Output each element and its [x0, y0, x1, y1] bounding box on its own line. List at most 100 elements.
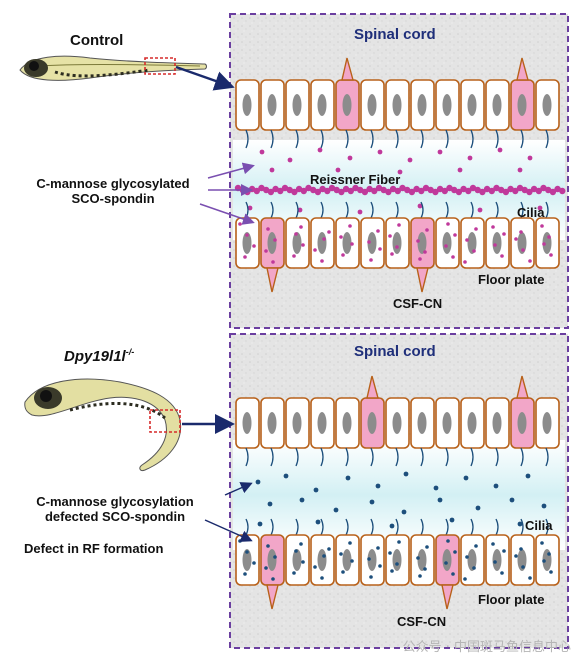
cell-nucleus — [417, 232, 427, 254]
cell-vesicle — [453, 550, 457, 554]
cell-vesicle — [273, 555, 277, 559]
rf-particle — [465, 187, 472, 195]
sco-spondin-dot — [335, 167, 341, 173]
cilium — [495, 129, 499, 149]
bottom-panel — [229, 333, 569, 649]
csf-neuron-process — [266, 267, 279, 293]
cell-vesicle — [313, 565, 317, 569]
cell-nucleus — [492, 412, 502, 434]
glycosylated-dots — [247, 147, 543, 215]
rf-particle — [338, 188, 345, 196]
cell-vesicle — [266, 227, 270, 231]
cilium — [345, 129, 349, 149]
sco-spondin-dot — [247, 205, 253, 211]
bottom-floor-cells — [235, 534, 560, 610]
sco-spondin-dot — [283, 473, 289, 479]
cilium — [545, 201, 549, 219]
sco-spondin-dot — [449, 517, 455, 523]
cilium — [245, 129, 249, 149]
cell-nucleus — [242, 232, 252, 254]
sco-spondin-dot — [345, 475, 351, 481]
cell-vesicle — [549, 570, 553, 574]
cell-nucleus — [442, 549, 452, 571]
cell-vesicle — [444, 561, 448, 565]
sco-spondin-dot — [347, 155, 353, 161]
cilium — [495, 201, 499, 219]
sco-spondin-dot — [493, 483, 499, 489]
control-region-box — [144, 57, 176, 75]
sco-spondin-dot — [417, 203, 423, 209]
rf-defect-label: Defect in RF formation — [24, 541, 164, 556]
cell-vesicle — [502, 232, 506, 236]
cilium — [445, 129, 449, 149]
cilium — [370, 518, 374, 536]
glyco-label-line2: SCO-spondin — [71, 191, 155, 206]
cell-vesicle — [416, 556, 420, 560]
cilium — [320, 447, 324, 467]
cell-nucleus — [392, 412, 402, 434]
sco-spondin-dot — [497, 147, 503, 153]
rf-particle — [394, 187, 401, 195]
cell-nucleus — [317, 94, 327, 116]
cilium — [520, 518, 524, 536]
cilium — [545, 447, 549, 467]
cell-nucleus — [417, 412, 427, 434]
rf-particle — [347, 187, 354, 195]
cell-vesicle — [238, 539, 242, 543]
cell-nucleus — [467, 232, 477, 254]
cilium — [270, 447, 274, 467]
cell-vesicle — [348, 224, 352, 228]
cilium — [295, 201, 299, 219]
cell-vesicle — [369, 258, 373, 262]
cell-vesicle — [322, 554, 326, 558]
csf-neuron-process — [441, 584, 454, 610]
rf-particle — [535, 187, 542, 195]
cell-nucleus — [417, 549, 427, 571]
sco-spondin-dot — [541, 503, 547, 509]
cell-vesicle — [238, 222, 242, 226]
cell-vesicle — [491, 225, 495, 229]
control-label: Control — [70, 32, 124, 49]
cell-vesicle — [528, 259, 532, 263]
cell-vesicle — [264, 566, 268, 570]
bottom-floor-plate-label: Floor plate — [478, 592, 545, 607]
sco-spondin-dot — [401, 509, 407, 515]
csf-neuron-process — [366, 375, 379, 399]
cilium — [445, 447, 449, 467]
sco-spondin-dot — [313, 487, 319, 493]
rf-particle — [314, 188, 322, 196]
cilium — [470, 201, 474, 219]
bottom-panel-title: Spinal cord — [354, 343, 436, 360]
cell-nucleus — [367, 94, 377, 116]
watermark: 公众号 · 中国斑马鱼信息中心 — [402, 640, 571, 655]
cilium — [345, 201, 349, 219]
cell-vesicle — [350, 559, 354, 563]
rf-particle — [549, 188, 557, 196]
cell-nucleus — [242, 412, 252, 434]
cell-nucleus — [492, 232, 502, 254]
cell-vesicle — [453, 233, 457, 237]
cell-nucleus — [392, 94, 402, 116]
cilium — [420, 518, 424, 536]
cell-vesicle — [397, 540, 401, 544]
sco-spondin-dot — [407, 157, 413, 163]
cell-vesicle — [322, 237, 326, 241]
cilium — [320, 518, 324, 536]
cell-vesicle — [273, 238, 277, 242]
top-panel-title: Spinal cord — [354, 26, 436, 43]
cell-vesicle — [425, 228, 429, 232]
cell-nucleus — [442, 412, 452, 434]
cell-vesicle — [547, 235, 551, 239]
pointer-arrow-3 — [199, 203, 255, 225]
cell-vesicle — [320, 259, 324, 263]
sco-spondin-dot — [467, 155, 473, 161]
sco-spondin-dot — [317, 147, 323, 153]
cell-vesicle — [271, 260, 275, 264]
cell-vesicle — [500, 571, 504, 575]
cilium — [520, 201, 524, 219]
defect-label-line2: defected SCO-spondin — [44, 509, 186, 524]
cell-vesicle — [549, 253, 553, 257]
sco-spondin-dot — [437, 497, 443, 503]
cell-nucleus — [342, 412, 352, 434]
cell-vesicle — [395, 562, 399, 566]
